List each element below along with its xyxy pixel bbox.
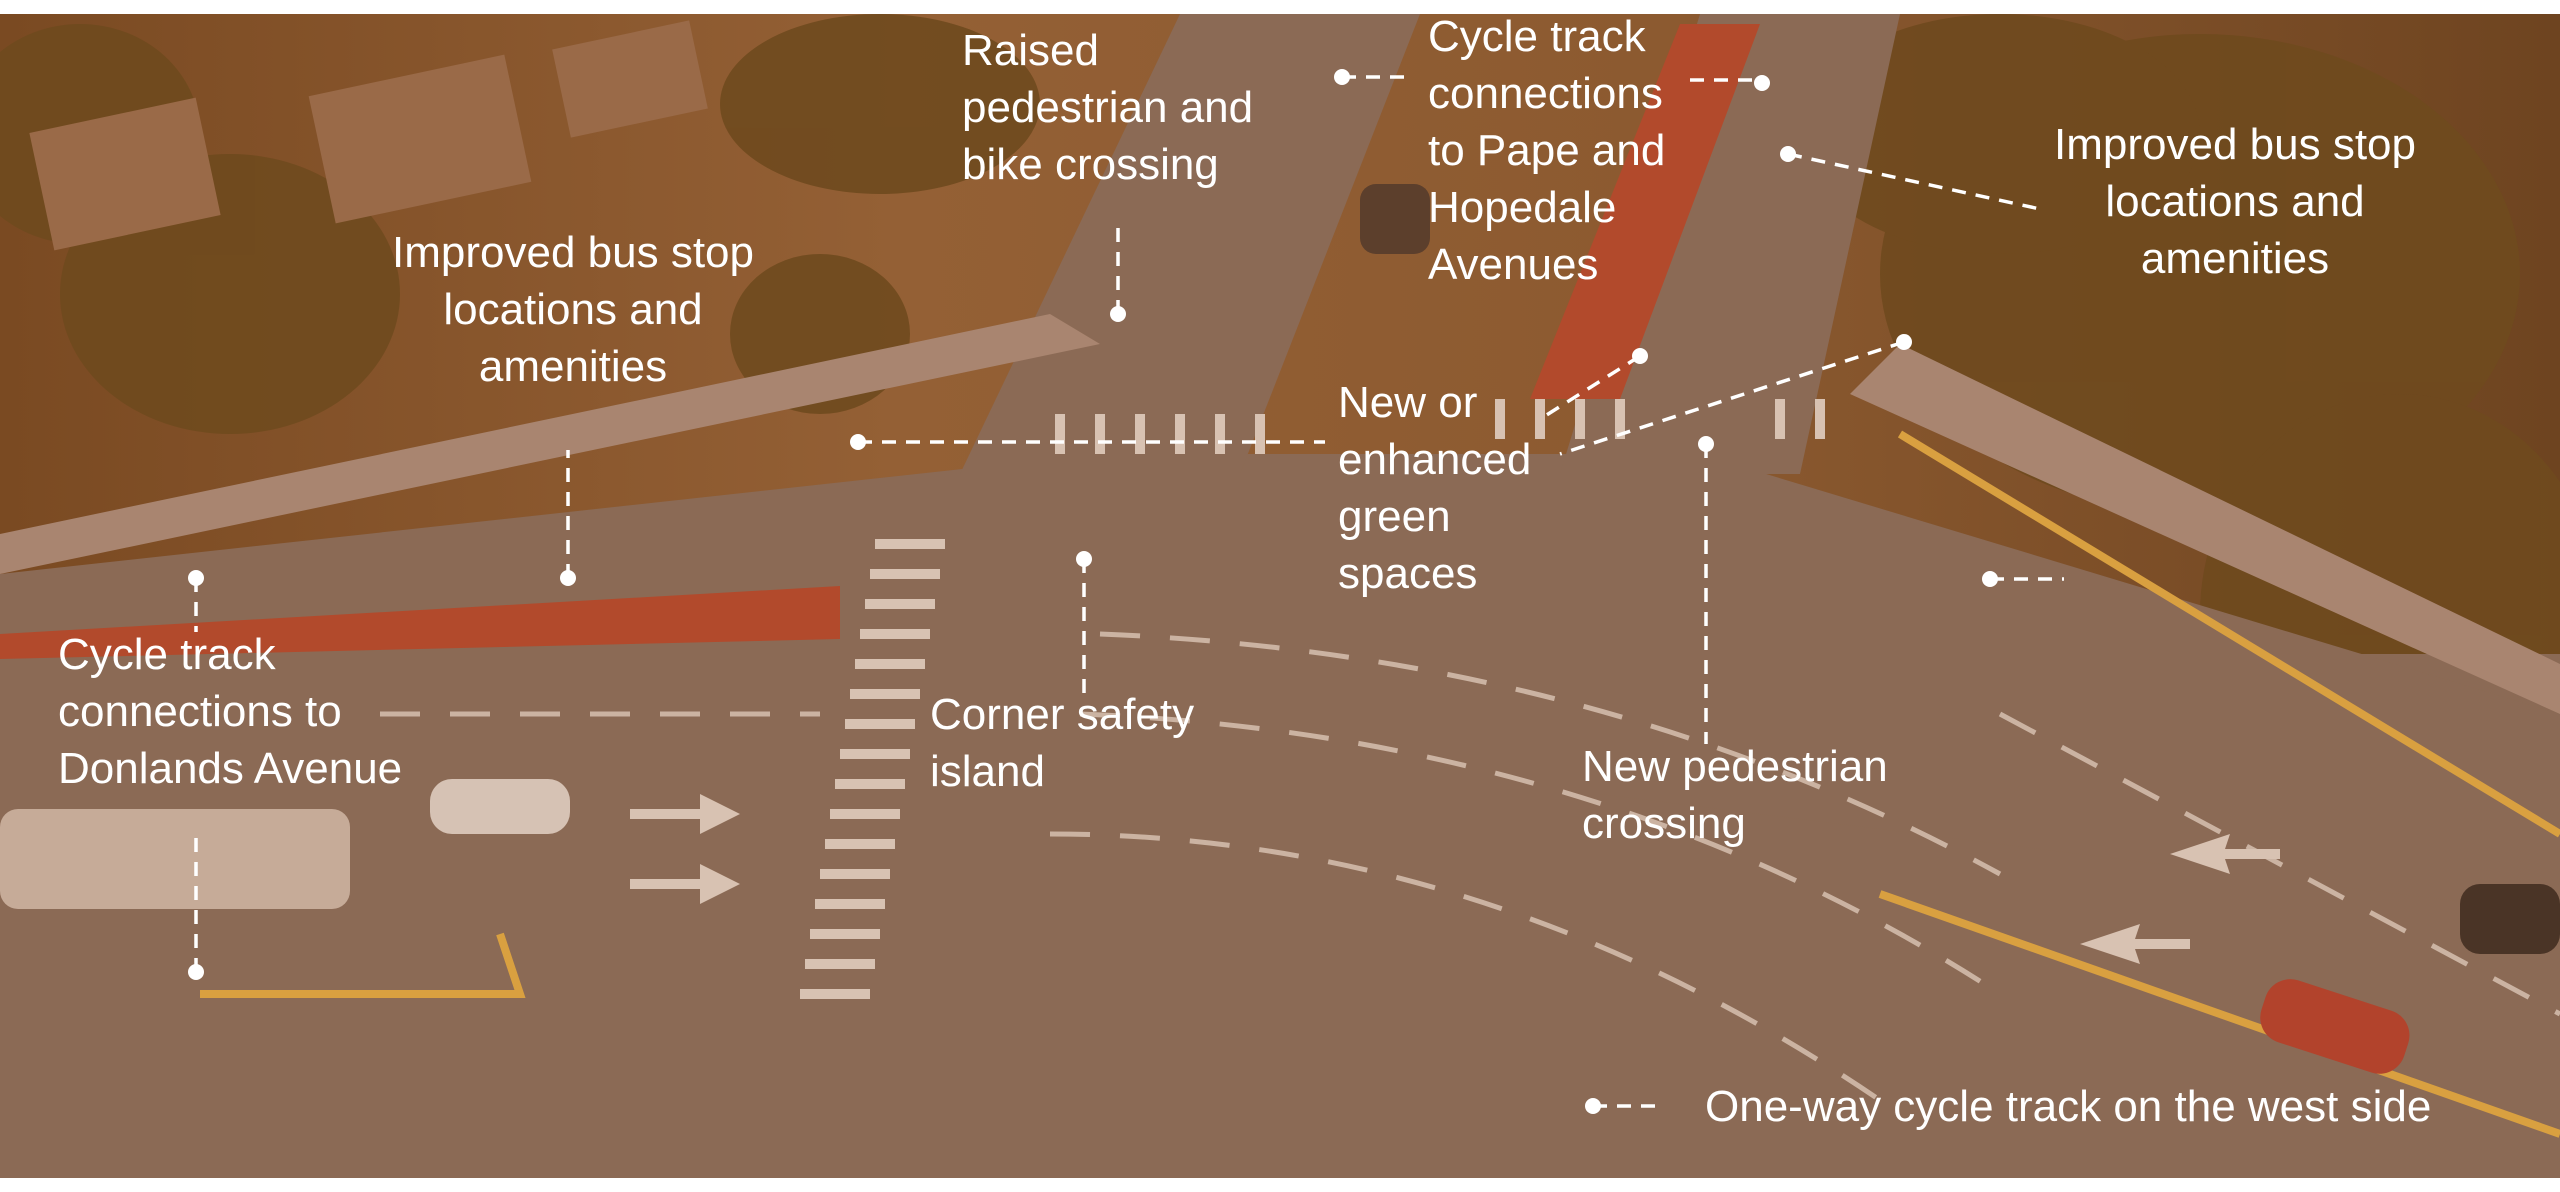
label-bus-stop-left: Improved bus stop locations and amenitie… (392, 228, 754, 391)
label-green-spaces: New or enhanced green spaces (1338, 378, 1532, 598)
legend-dashed-line-icon (1585, 1098, 1665, 1114)
legend: One-way cycle track on the west side (1585, 1076, 2515, 1136)
label-cycle-track-pape: Cycle track connections to Pape and Hope… (1428, 14, 1666, 289)
label-cycle-track-donlands: Cycle track connections to Donlands Aven… (58, 630, 403, 793)
label-corner-island: Corner safety island (930, 690, 1195, 796)
label-bus-stop-right: Improved bus stop locations and amenitie… (2054, 120, 2416, 283)
legend-one-way-cycle-track: One-way cycle track on the west side (1705, 1082, 2432, 1131)
label-new-pedestrian-crossing: New pedestrian crossing (1582, 742, 1888, 848)
intersection-diagram: Raised pedestrian and bike crossing Cycl… (0, 14, 2560, 1178)
label-raised-crossing: Raised pedestrian and bike crossing (962, 26, 1254, 189)
